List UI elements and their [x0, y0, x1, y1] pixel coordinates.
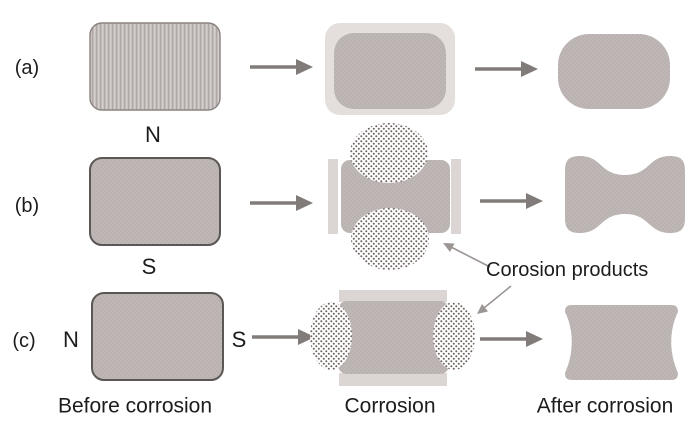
flow-arrow-a1	[250, 59, 313, 75]
caption-after-corrosion: After corrosion	[536, 394, 674, 418]
row-label-c: (c)	[12, 330, 36, 352]
magnet-c-before	[91, 292, 224, 381]
side-layer-c-bottom	[339, 373, 447, 386]
side-layer-b-right	[451, 159, 461, 234]
flow-arrow-c1	[252, 329, 315, 345]
pole-label-c-north: N	[63, 327, 79, 352]
magnet-a-after	[558, 34, 670, 109]
pole-label-b-north: N	[145, 122, 161, 147]
magnet-c-corroding	[338, 301, 449, 374]
magnet-a-before	[89, 22, 221, 111]
caption-before-corrosion: Before corrosion	[57, 394, 213, 418]
row-label-a: (a)	[14, 57, 40, 79]
corrosion-product-b-top	[350, 123, 428, 183]
corrosion-product-c-left	[310, 302, 352, 370]
flow-arrow-b2	[480, 193, 543, 209]
flow-arrow-a2	[475, 61, 538, 77]
pole-label-c-south: S	[231, 327, 247, 352]
row-label-b: (b)	[14, 195, 40, 217]
side-layer-c-top	[339, 290, 447, 302]
caption-corrosion: Corrosion	[344, 394, 436, 418]
pole-label-b-south: S	[141, 254, 157, 279]
magnet-c-after	[565, 305, 678, 380]
corrosion-product-b-bottom	[351, 208, 429, 270]
annotation-arrow-to-b	[443, 243, 491, 268]
magnet-b-before	[89, 157, 221, 246]
corrosion-product-c-right	[433, 302, 475, 370]
corrosion-products-annotation: Corosion products	[486, 259, 649, 281]
magnet-b-after	[565, 156, 685, 233]
side-layer-b-left	[328, 159, 338, 234]
magnet-a-corroding	[334, 33, 446, 109]
flow-arrow-c2	[480, 331, 543, 347]
annotation-arrow-to-c	[477, 285, 512, 314]
flow-arrow-b1	[250, 195, 313, 211]
